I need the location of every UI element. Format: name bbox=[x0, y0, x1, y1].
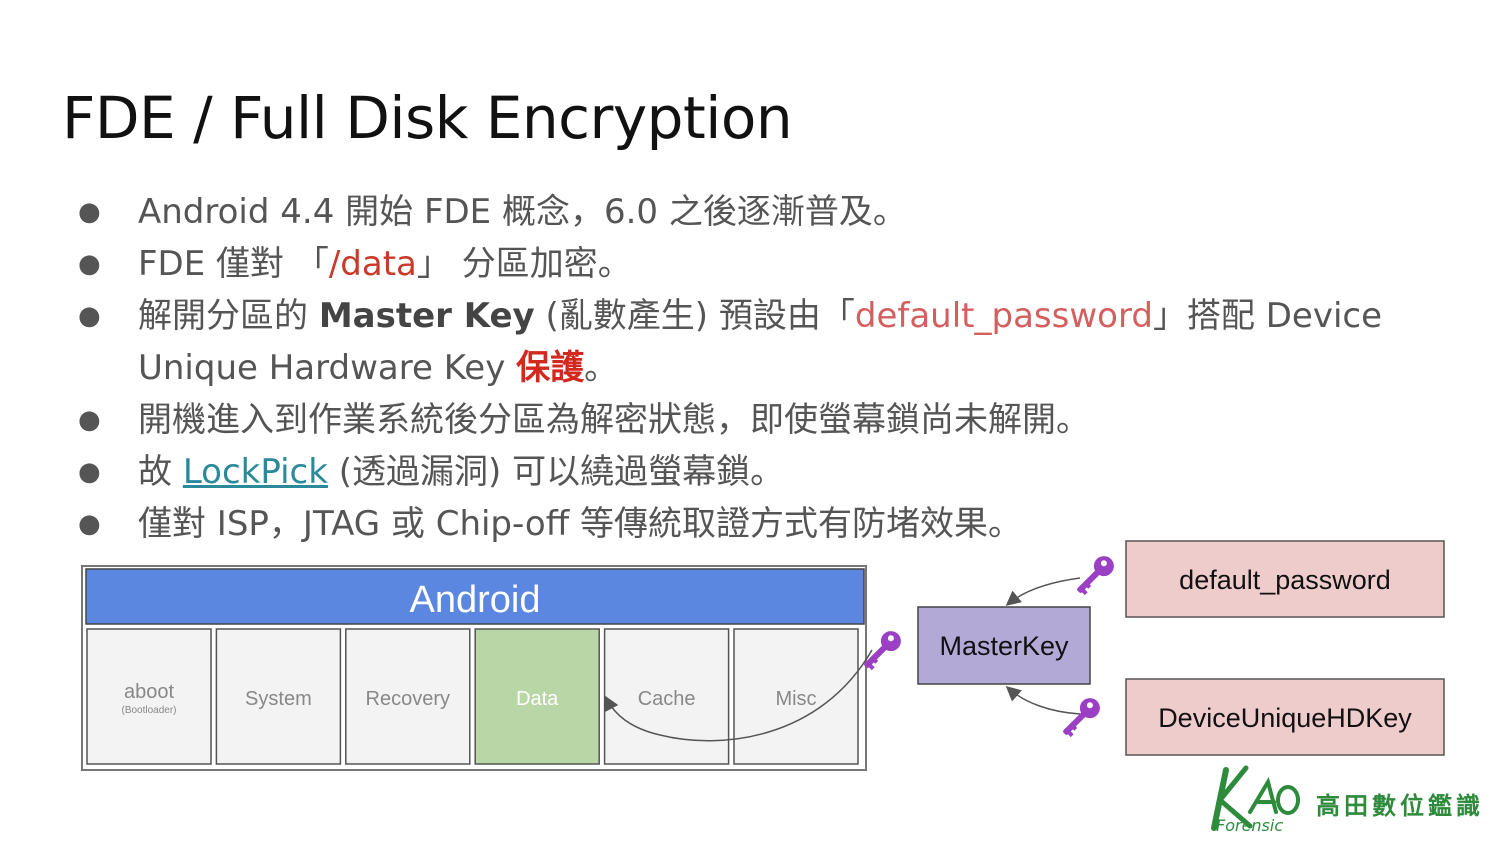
masterkey-box bbox=[917, 606, 1091, 685]
logo-forensic-label: Forensic bbox=[1216, 816, 1284, 835]
partition-system bbox=[215, 628, 342, 765]
bullet-text: 僅對 ISP，JTAG 或 Chip-off 等傳統取證方式有防堵效果。 bbox=[138, 504, 1022, 544]
key-icon bbox=[1063, 698, 1100, 738]
kao-logo-icon bbox=[1211, 765, 1300, 831]
partition-label: Recovery bbox=[366, 688, 450, 710]
key-icon bbox=[864, 631, 901, 671]
partition-label: aboot bbox=[124, 681, 174, 703]
bullet-dot-icon: ● bbox=[78, 405, 101, 435]
partition-row: aboot (Bootloader) System Recovery Data Cache… bbox=[86, 628, 859, 765]
bullet-item: ● 僅對 ISP，JTAG 或 Chip-off 等傳統取證方式有防堵效果。 bbox=[78, 498, 1468, 550]
bullet-text: 開機進入到作業系統後分區為解密狀態，即使螢幕鎖尚未解開。 bbox=[138, 400, 1090, 440]
data-path-highlight: /data bbox=[328, 244, 417, 284]
bullet-item: ● 解開分區的 Master Key (亂數產生) 預設由「default_pas… bbox=[78, 290, 1468, 394]
partition-label: Cache bbox=[638, 688, 696, 710]
partition-misc bbox=[733, 628, 859, 765]
android-bar bbox=[85, 568, 865, 625]
partition-label: Data bbox=[516, 688, 559, 710]
protect-emphasis: 保護 bbox=[516, 348, 585, 388]
bullet-text: (亂數產生) 預設由「 bbox=[534, 296, 855, 336]
partition-aboot bbox=[86, 628, 212, 765]
bullet-item: ● Android 4.4 開始 FDE 概念，6.0 之後逐漸普及。 bbox=[78, 186, 1468, 238]
master-key-emphasis: Master Key bbox=[318, 296, 535, 336]
lockpick-link[interactable]: LockPick bbox=[182, 452, 328, 492]
default-password-box bbox=[1125, 540, 1445, 618]
password-to-masterkey-arrow bbox=[1005, 577, 1081, 606]
bullet-text: (透過漏洞) 可以繞過螢幕鎖。 bbox=[327, 452, 785, 492]
partition-sublabel: (Bootloader) bbox=[121, 705, 176, 716]
slide-title: FDE / Full Disk Encryption bbox=[62, 84, 793, 152]
default-password-label: default_password bbox=[1179, 565, 1391, 595]
bullet-text: 。 bbox=[584, 348, 619, 388]
partition-cache bbox=[603, 628, 730, 765]
partition-data bbox=[474, 628, 600, 765]
bullet-text: Android 4.4 開始 FDE 概念，6.0 之後逐漸普及。 bbox=[138, 192, 907, 232]
bullet-item: ● 故 LockPick (透過漏洞) 可以繞過螢幕鎖。 bbox=[78, 446, 1468, 498]
partition-recovery bbox=[345, 628, 471, 765]
bullet-dot-icon: ● bbox=[78, 197, 101, 227]
bullet-item: ● 開機進入到作業系統後分區為解密狀態，即使螢幕鎖尚未解開。 bbox=[78, 394, 1468, 446]
bullet-dot-icon: ● bbox=[78, 249, 101, 279]
device-key-box bbox=[1125, 678, 1445, 756]
bullet-text: 解開分區的 bbox=[138, 296, 319, 336]
bullet-text: 故 bbox=[138, 452, 183, 492]
default-password-highlight: default_password bbox=[854, 296, 1153, 336]
masterkey-label: MasterKey bbox=[939, 631, 1069, 661]
key-icon bbox=[1077, 556, 1114, 596]
device-key-label: DeviceUniqueHDKey bbox=[1158, 703, 1412, 733]
android-label: Android bbox=[410, 579, 541, 621]
partition-label: Misc bbox=[775, 688, 816, 710]
devicekey-to-masterkey-arrow bbox=[1005, 686, 1081, 715]
masterkey-to-data-arrow bbox=[604, 649, 873, 742]
bullet-text: 」 分區加密。 bbox=[416, 244, 632, 284]
bullet-list: ● Android 4.4 開始 FDE 概念，6.0 之後逐漸普及。 ● FDE 僅… bbox=[78, 186, 1468, 550]
bullet-text: 」搭配 Device Unique Hardware Key bbox=[138, 296, 1383, 388]
partition-label: System bbox=[245, 688, 312, 710]
bullet-text: FDE 僅對 「 bbox=[138, 244, 329, 284]
bullet-item: ● FDE 僅對 「/data」 分區加密。 bbox=[78, 238, 1468, 290]
android-container bbox=[81, 565, 867, 771]
logo-company-name: 高田數位鑑識 bbox=[1316, 792, 1484, 820]
bullet-dot-icon: ● bbox=[78, 301, 101, 331]
bullet-dot-icon: ● bbox=[78, 509, 101, 539]
bullet-dot-icon: ● bbox=[78, 457, 101, 487]
